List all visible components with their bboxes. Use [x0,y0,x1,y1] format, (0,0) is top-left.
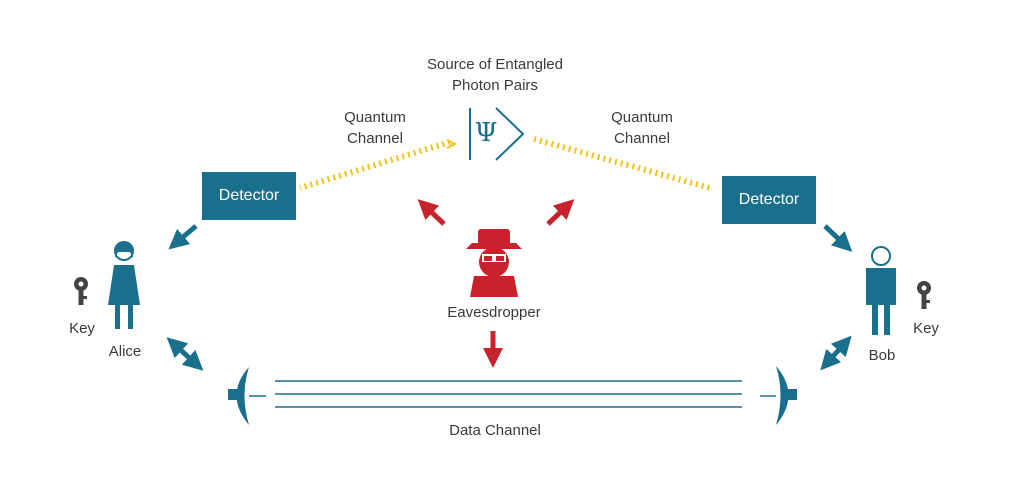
arrow-detector-to-bob [823,224,853,252]
key-icon-bob [917,281,931,309]
alice-name: Alice [108,343,142,360]
key-icon-alice [74,277,88,305]
entangled-source-icon [469,107,525,161]
eavesdrop-arrow-left [417,199,446,226]
detector-right-box: Detector [722,176,816,224]
quantum-channel-left-line2: Channel [347,130,403,147]
dish-right-icon [760,366,797,425]
quantum-channel-right-line1: Quantum [611,109,673,126]
eavesdropper-icon [466,229,522,297]
alice-icon [108,241,140,329]
eavesdrop-arrow-right [546,199,575,226]
alice-key-label: Key [69,320,95,337]
arrow-alice-dish [166,337,204,371]
quantum-channel-right-line2: Channel [614,130,670,147]
source-label-line1: Source of Entangled [427,56,563,73]
source-label-line2: Photon Pairs [452,77,538,94]
arrow-detector-to-alice [168,224,198,250]
bob-name: Bob [868,347,896,364]
arrow-bob-dish [820,335,852,371]
quantum-channel-left-line1: Quantum [344,109,406,126]
quantum-channel-right-wave [533,136,711,191]
data-channel-lines [275,380,742,408]
psi-symbol: Ψ [474,118,498,148]
data-channel-label: Data Channel [449,422,541,439]
bob-key-label: Key [913,320,939,337]
quantum-channel-left-wave [299,139,451,191]
eavesdropper-label: Eavesdropper [447,304,541,321]
detector-left-box: Detector [202,172,296,220]
dish-left-icon [228,367,266,425]
bob-icon [866,246,896,335]
